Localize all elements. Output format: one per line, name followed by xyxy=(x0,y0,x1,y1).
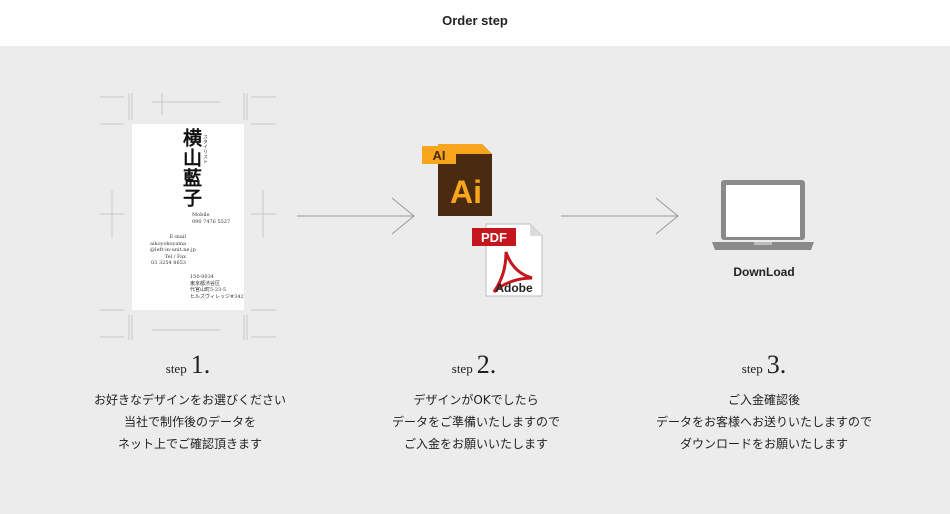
pdf-badge-text: PDF xyxy=(481,230,507,245)
card-mobile: Mobile 090 7476 5527 xyxy=(192,212,231,225)
step-word: step xyxy=(165,361,187,376)
step-2-description: デザインがOKでしたら データをご準備いたしますので ご入金をお願いいたします xyxy=(391,393,560,451)
step-1-description: お好きなデザインをお選びください 当社で制作後のデータを ネット上でご確認頂きま… xyxy=(93,393,286,451)
step-number: 3. xyxy=(766,350,787,379)
step-3-description: ご入金確認後 データをお客様へお送りいたしますので ダウンロードをお願いたします xyxy=(655,393,872,451)
adobe-label: Adobe xyxy=(495,281,533,295)
page-title: Order step xyxy=(442,13,508,28)
header: Order step xyxy=(0,0,950,46)
ai-badge-text: AI xyxy=(433,148,446,163)
arrow-right-icon xyxy=(561,197,679,235)
card-email: E-mail aikoyokoyama @left-in-unit.ne.jp … xyxy=(150,234,196,266)
step-number: 2. xyxy=(476,350,497,379)
arrow-right-icon xyxy=(297,197,415,235)
download-label: DownLoad xyxy=(733,265,795,279)
step-word: step xyxy=(741,361,763,376)
ai-letters-text: Ai xyxy=(450,174,482,210)
illustrator-file-icon: AI Ai xyxy=(422,144,492,216)
card-address: 150-0034 東京都渋谷区 代官山町5-23-5 ヒルズヴィレッジ#342 xyxy=(190,274,244,300)
pdf-file-icon: PDF Adobe xyxy=(472,223,543,297)
crop-marks xyxy=(100,93,276,340)
business-card-sample: 横山藍子 スタイリスト Mobile 090 7476 5527 E-mail … xyxy=(132,124,244,310)
step-word: step xyxy=(451,361,473,376)
step-number: 1. xyxy=(190,350,211,379)
card-name: 横山藍子 xyxy=(180,128,202,208)
card-title: スタイリスト xyxy=(202,134,208,164)
laptop-icon xyxy=(712,180,814,250)
